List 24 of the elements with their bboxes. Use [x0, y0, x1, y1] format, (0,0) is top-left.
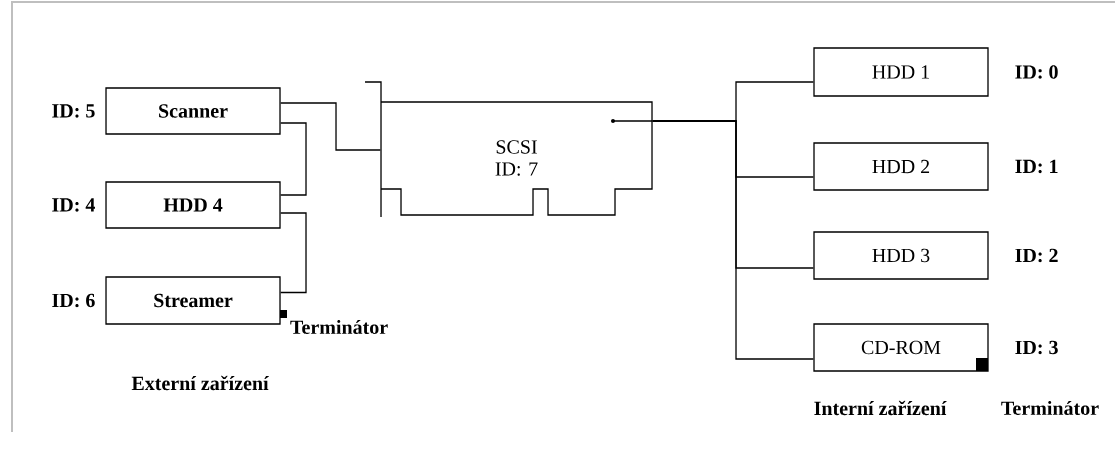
- id-label: ID: 0: [1015, 65, 1058, 79]
- expansion-card: SCSI ID: 7: [364, 81, 653, 218]
- id-label: ID: 2: [1015, 248, 1058, 263]
- bus-cable: [280, 212, 307, 294]
- device-box: HDD 3: [813, 231, 989, 280]
- device-box: Scanner: [105, 87, 281, 135]
- id-label: ID: 1: [1015, 159, 1058, 174]
- device-box: HDD 1: [813, 47, 989, 97]
- device-box: HDD 2: [813, 142, 989, 191]
- id-label: ID: 3: [1015, 340, 1058, 355]
- device-box: Streamer: [105, 276, 281, 325]
- id-label: ID: 6: [52, 293, 95, 308]
- bus-cable: [280, 122, 307, 196]
- id-label: ID: 5: [52, 104, 95, 118]
- section-label: Externí zařízení: [131, 375, 269, 391]
- id-label: ID: 4: [52, 198, 95, 212]
- bus-cable: [280, 102, 381, 151]
- terminator-label: Terminátor: [1001, 400, 1099, 416]
- device-box: HDD 4: [105, 181, 281, 229]
- device-box: CD-ROM: [813, 323, 989, 372]
- node-label: SCSI ID: 7: [495, 140, 538, 176]
- section-label: Interní zařízení: [814, 400, 947, 416]
- bus-cable: [652, 120, 814, 360]
- terminator-label: Terminátor: [290, 319, 388, 335]
